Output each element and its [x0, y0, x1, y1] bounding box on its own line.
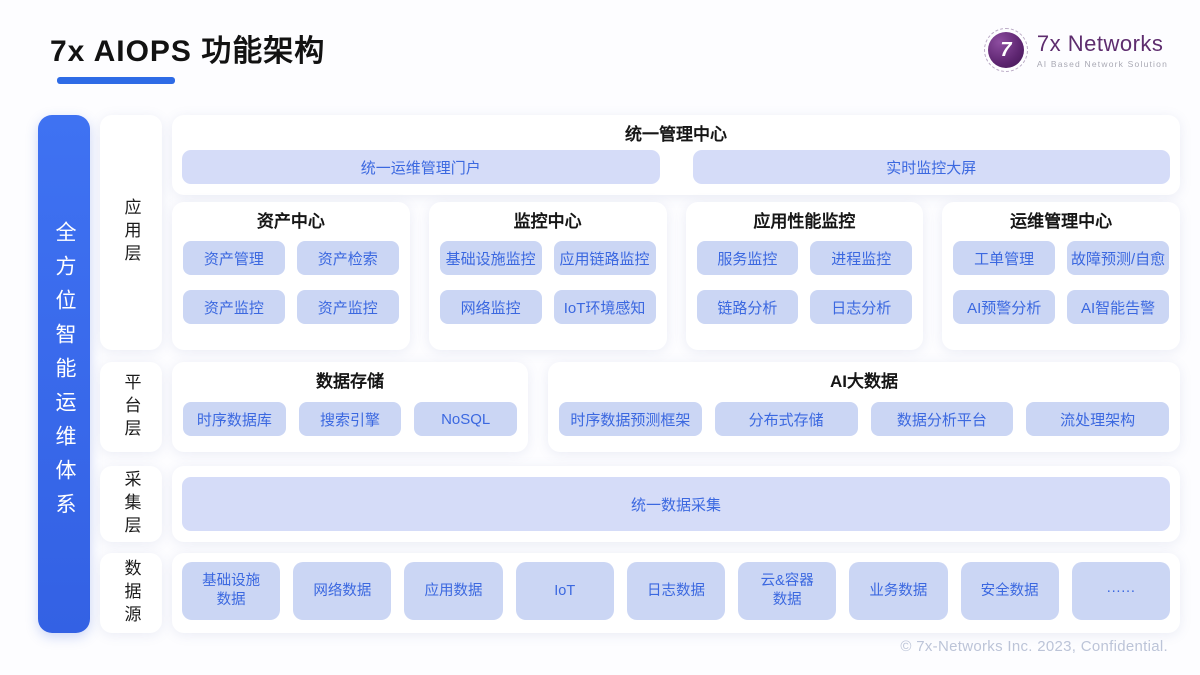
- panel-data-storage: 数据存储 时序数据库 搜索引擎 NoSQL: [172, 362, 528, 452]
- pill-asset-monitoring: 资产监控: [296, 290, 399, 324]
- layer-label-application: 应用层: [100, 115, 162, 350]
- pill-nosql: NoSQL: [414, 402, 518, 436]
- pill-fault-prediction-selfheal: 故障预测/自愈: [1067, 241, 1169, 275]
- pill-unified-ops-portal: 统一运维管理门户: [182, 150, 660, 184]
- panel-data-sources: 基础设施 数据 网络数据 应用数据 IoT 日志数据 云&容器 数据 业务数据 …: [172, 553, 1180, 633]
- pill-timeseries-database: 时序数据库: [183, 402, 286, 436]
- side-banner-text: 全方位智能运维体系: [53, 221, 76, 527]
- pill-service-monitoring: 服务监控: [696, 241, 799, 275]
- panel-title: 运维管理中心: [1010, 212, 1113, 231]
- page-title: 7x AIOPS 功能架构: [50, 35, 326, 68]
- diagram-content: 统一管理中心 统一运维管理门户 实时监控大屏 资产中心 资产管理 资产检索 资产…: [172, 115, 1180, 633]
- panel-title: 监控中心: [513, 212, 582, 231]
- layer-label-text: 应用层: [121, 198, 141, 267]
- pill-ticket-management: 工单管理: [953, 241, 1056, 275]
- layer-label-text: 平台层: [121, 372, 141, 442]
- panel-unified-data-collection: 统一数据采集: [172, 466, 1180, 542]
- pill-network-data: 网络数据: [293, 562, 392, 620]
- pill-grid: 服务监控 进程监控 链路分析 日志分析: [696, 241, 913, 324]
- layer-label-text: 采集层: [121, 469, 141, 539]
- pill-distributed-storage: 分布式存储: [714, 402, 858, 436]
- pill-ai-intelligent-alerting: AI智能告警: [1067, 290, 1169, 324]
- pill-app-trace-monitoring: 应用链路监控: [553, 241, 656, 275]
- layer-label-datasource: 数据源: [100, 553, 162, 633]
- panel-unified-management: 统一管理中心 统一运维管理门户 实时监控大屏: [172, 115, 1180, 195]
- pill-timeseries-prediction-framework: 时序数据预测框架: [559, 402, 702, 436]
- panel-title: 应用性能监控: [753, 212, 856, 231]
- pill-grid: 工单管理 故障预测/自愈 AI预警分析 AI智能告警: [953, 241, 1169, 324]
- application-panels-row: 资产中心 资产管理 资产检索 资产监控 资产监控 监控中心 基础设施监控 应用链…: [172, 202, 1180, 350]
- pill-row: 时序数据库 搜索引擎 NoSQL: [172, 393, 528, 436]
- layer-label-text: 数据源: [121, 558, 141, 628]
- logo-brand: 7x Networks: [1036, 31, 1164, 56]
- layer-label-platform: 平台层: [100, 362, 162, 452]
- pill-asset-monitoring: 资产监控: [183, 290, 285, 324]
- pill-ellipsis-more: ······: [1071, 562, 1170, 620]
- pill-trace-analysis: 链路分析: [696, 290, 799, 324]
- pill-network-monitoring: 网络监控: [439, 290, 542, 324]
- pill-search-engine: 搜索引擎: [298, 402, 402, 436]
- pill-ai-early-warning-analysis: AI预警分析: [953, 290, 1056, 324]
- layer-label-collection: 采集层: [100, 466, 162, 542]
- layer-label-column: 应用层 平台层 采集层 数据源: [100, 115, 162, 633]
- panel-asset-center: 资产中心 资产管理 资产检索 资产监控 资产监控: [172, 202, 410, 350]
- pill-asset-search: 资产检索: [296, 241, 399, 275]
- logo-globe-icon: 7: [983, 28, 1028, 72]
- pill-stream-processing-architecture: 流处理架构: [1026, 402, 1169, 436]
- pill-row: 时序数据预测框架 分布式存储 数据分析平台 流处理架构: [548, 393, 1180, 436]
- panel-apm: 应用性能监控 服务监控 进程监控 链路分析 日志分析: [685, 202, 924, 350]
- logo-text: 7x Networks AI Based Network Solution: [1037, 31, 1168, 69]
- pill-log-analysis: 日志分析: [810, 290, 913, 324]
- copyright-notice: © 7x-Networks Inc. 2023, Confidential.: [900, 638, 1168, 655]
- panel-ai-bigdata: AI大数据 时序数据预测框架 分布式存储 数据分析平台 流处理架构: [548, 362, 1180, 452]
- pill-cloud-container-data: 云&容器 数据: [738, 562, 837, 620]
- panel-title: AI大数据: [830, 372, 898, 391]
- logo-tagline: AI Based Network Solution: [1036, 59, 1168, 69]
- pill-infrastructure-data: 基础设施 数据: [182, 562, 281, 620]
- pill-log-data: 日志数据: [626, 562, 726, 620]
- pill-data-analysis-platform: 数据分析平台: [870, 402, 1014, 436]
- panel-title: 数据存储: [316, 372, 384, 391]
- panel-monitoring-center: 监控中心 基础设施监控 应用链路监控 网络监控 IoT环境感知: [428, 202, 667, 350]
- pill-iot: IoT: [515, 562, 614, 620]
- title-underline: [57, 77, 175, 84]
- pill-infrastructure-monitoring: 基础设施监控: [439, 241, 542, 275]
- pill-unified-data-collection: 统一数据采集: [182, 477, 1170, 531]
- pill-process-monitoring: 进程监控: [810, 241, 913, 275]
- pill-grid: 基础设施监控 应用链路监控 网络监控 IoT环境感知: [439, 241, 656, 324]
- pill-application-data: 应用数据: [404, 562, 503, 620]
- platform-panels-row: 数据存储 时序数据库 搜索引擎 NoSQL AI大数据 时序数据预测框架 分布式…: [172, 362, 1180, 452]
- logo-glyph: 7: [987, 32, 1024, 68]
- panel-title: 统一管理中心: [625, 125, 727, 144]
- pill-security-data: 安全数据: [960, 562, 1059, 620]
- pill-iot-environment-sensing: IoT环境感知: [553, 290, 656, 324]
- company-logo: 7 7x Networks AI Based Network Solution: [983, 28, 1168, 72]
- pill-business-data: 业务数据: [849, 562, 948, 620]
- panel-title: 资产中心: [256, 212, 325, 231]
- pill-grid: 资产管理 资产检索 资产监控 资产监控: [183, 241, 399, 324]
- side-banner: 全方位智能运维体系: [38, 115, 90, 633]
- panel-ops-management-center: 运维管理中心 工单管理 故障预测/自愈 AI预警分析 AI智能告警: [942, 202, 1180, 350]
- pill-asset-management: 资产管理: [183, 241, 285, 275]
- pill-row: 统一运维管理门户 实时监控大屏: [172, 146, 1180, 184]
- pill-realtime-dashboard: 实时监控大屏: [692, 150, 1170, 184]
